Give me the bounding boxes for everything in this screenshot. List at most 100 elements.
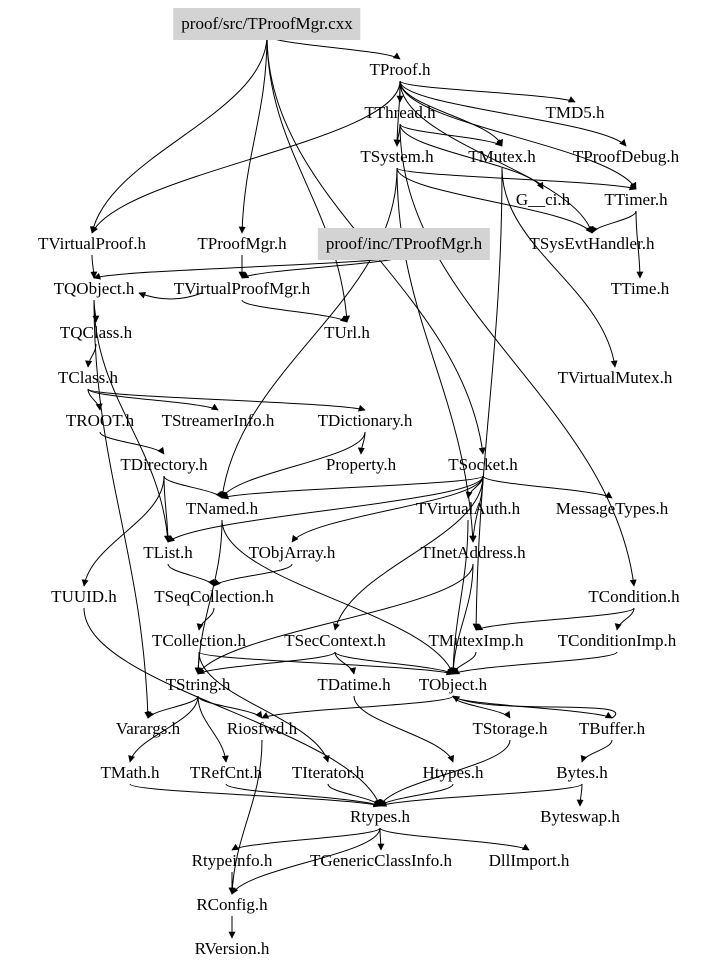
edge-htypes-to-rtypes: [379, 783, 454, 807]
node-tproof[interactable]: TProof.h: [369, 60, 431, 79]
edge-tinetaddress-to-tstring: [197, 563, 474, 675]
node-tobject[interactable]: TObject.h: [418, 675, 488, 694]
node-tobjarray[interactable]: TObjArray.h: [248, 543, 336, 562]
node-rtypeinfo[interactable]: Rtypeinfo.h: [191, 851, 273, 870]
node-tvirtualmutex[interactable]: TVirtualMutex.h: [557, 368, 673, 387]
edge-tdatime-to-htypes: [353, 695, 455, 763]
node-varargs[interactable]: Varargs.h: [115, 719, 181, 738]
edge-tmuteximp-to-tobject: [451, 651, 477, 675]
edge-rtypes-to-tgenericclassinfo: [377, 827, 385, 851]
node-tmutex[interactable]: TMutex.h: [468, 147, 536, 166]
edge-tstring-to-trefcnt: [197, 695, 229, 763]
node-messagetypes[interactable]: MessageTypes.h: [555, 499, 669, 518]
edge-tdirectory-to-tlist: [163, 475, 172, 543]
edge-tclass-to-troot: [87, 388, 103, 411]
node-riosfwd[interactable]: Riosfwd.h: [226, 719, 298, 738]
node-tdictionary[interactable]: TDictionary.h: [317, 411, 413, 430]
edge-tmath-to-rtypes: [129, 783, 381, 808]
node-tvirtualproof[interactable]: TVirtualProof.h: [37, 234, 147, 253]
edge-tdictionary-to-tnamed: [221, 431, 366, 499]
node-rversion[interactable]: RVersion.h: [194, 939, 270, 958]
node-tgenericclassinfo[interactable]: TGenericClassInfo.h: [309, 851, 453, 870]
edge-rtypes-to-rtypeinfo: [231, 827, 381, 851]
node-titerator[interactable]: TIterator.h: [291, 763, 365, 782]
edge-tvirtualauth-to-tobject: [449, 519, 469, 675]
node-tqclass[interactable]: TQClass.h: [59, 323, 133, 342]
node-tproofdebug[interactable]: TProofDebug.h: [572, 147, 680, 166]
node-property[interactable]: Property.h: [325, 455, 397, 474]
edge-tlist-to-tseqcollection: [167, 563, 215, 587]
edge-tconditionimp-to-tobject: [452, 651, 618, 675]
edge-tcollection-to-tstring: [194, 651, 202, 675]
node-tsocket[interactable]: TSocket.h: [448, 455, 518, 474]
edge-tsystem-to-ttimer: [396, 167, 637, 191]
node-tstring[interactable]: TString.h: [165, 675, 231, 694]
node-ttime[interactable]: TTime.h: [610, 279, 670, 298]
node-tseqcollection[interactable]: TSeqCollection.h: [154, 587, 274, 606]
edge-tthread-to-tcondition: [399, 123, 637, 587]
edge-tproof-to-tsysevthandler: [399, 80, 594, 234]
edge-bytes-to-rtypes: [379, 783, 583, 807]
node-tcollection[interactable]: TCollection.h: [152, 631, 246, 650]
node-tsysevthandler[interactable]: TSysEvtHandler.h: [529, 234, 655, 253]
node-tvirtualauth[interactable]: TVirtualAuth.h: [415, 499, 521, 518]
edge-cxx-to-turl: [266, 34, 351, 323]
node-tthread[interactable]: TThread.h: [364, 103, 436, 122]
node-tqobject[interactable]: TQObject.h: [53, 279, 135, 298]
edge-tsocket-to-tlist: [167, 475, 484, 543]
node-dllimport[interactable]: DllImport.h: [488, 851, 570, 870]
node-tinetaddress[interactable]: TInetAddress.h: [420, 543, 526, 562]
node-tmuteximp[interactable]: TMutexImp.h: [428, 631, 524, 650]
edge-tobjarray-to-tseqcollection: [213, 563, 293, 587]
edge-titerator-to-rtypes: [327, 783, 381, 807]
edge-tdirectory-to-tnamed: [163, 475, 223, 499]
node-tuuid[interactable]: TUUID.h: [51, 587, 117, 606]
edge-cxx-to-tvirtualproof: [89, 34, 268, 234]
node-byteswap[interactable]: Byteswap.h: [540, 807, 620, 826]
edge-tcollection-to-tobject: [198, 651, 454, 676]
node-troot[interactable]: TROOT.h: [65, 411, 135, 430]
node-tconditionimp[interactable]: TConditionImp.h: [557, 631, 677, 650]
edge-tdirectory-to-tuuid: [81, 475, 165, 587]
node-htypes[interactable]: Htypes.h: [422, 763, 484, 782]
edge-ttimer-to-tsysevthandler: [591, 210, 637, 234]
node-tdirectory[interactable]: TDirectory.h: [120, 455, 208, 474]
edge-rtypes-to-dllimport: [379, 827, 530, 851]
node-cxx[interactable]: proof/src/TProofMgr.cxx: [173, 8, 361, 40]
edge-tmutex-to-tvirtualmutex: [501, 167, 618, 368]
node-tsystem[interactable]: TSystem.h: [360, 147, 434, 166]
edge-tqobject-to-varargs: [93, 299, 152, 719]
node-tstorage[interactable]: TStorage.h: [472, 719, 548, 738]
node-tproofmgr[interactable]: TProofMgr.h: [197, 234, 287, 253]
node-tdatime[interactable]: TDatime.h: [317, 675, 391, 694]
edge-tsystem-to-tinetaddress: [396, 167, 477, 543]
edge-tproof-to-ttimer: [399, 80, 637, 190]
node-inctproofmgr[interactable]: proof/inc/TProofMgr.h: [317, 228, 491, 260]
node-trefcnt[interactable]: TRefCnt.h: [189, 763, 263, 782]
node-tnamed[interactable]: TNamed.h: [185, 499, 259, 518]
node-tvirtualproofmgr[interactable]: TVirtualProofMgr.h: [173, 279, 311, 298]
node-rconfig[interactable]: RConfig.h: [196, 895, 268, 914]
node-tbuffer[interactable]: TBuffer.h: [578, 719, 646, 738]
node-tmath[interactable]: TMath.h: [100, 763, 160, 782]
edge-tsocket-to-tobjarray: [291, 475, 484, 543]
node-tseccontext[interactable]: TSecContext.h: [284, 631, 386, 650]
node-bytes[interactable]: Bytes.h: [556, 763, 608, 782]
node-tlist[interactable]: TList.h: [143, 543, 193, 562]
node-tstreamerinfo[interactable]: TStreamerInfo.h: [161, 411, 275, 430]
node-rtypes[interactable]: Rtypes.h: [350, 807, 410, 826]
edge-tseccontext-to-tstring: [197, 651, 336, 675]
edge-tseccontext-to-tdatime: [334, 651, 357, 675]
node-tmd5[interactable]: TMD5.h: [545, 103, 605, 122]
node-ttimer[interactable]: TTimer.h: [604, 190, 668, 209]
edge-tobject-to-riosfwd: [261, 695, 454, 719]
node-gci[interactable]: G__ci.h: [515, 190, 571, 209]
node-turl[interactable]: TUrl.h: [324, 323, 370, 342]
edge-tbuffer-to-tobject: [452, 695, 616, 719]
node-tcondition[interactable]: TCondition.h: [588, 587, 680, 606]
edge-bytes-to-byteswap: [576, 783, 584, 807]
node-tclass[interactable]: TClass.h: [58, 368, 118, 387]
edge-tproof-to-tsystem: [393, 80, 401, 147]
